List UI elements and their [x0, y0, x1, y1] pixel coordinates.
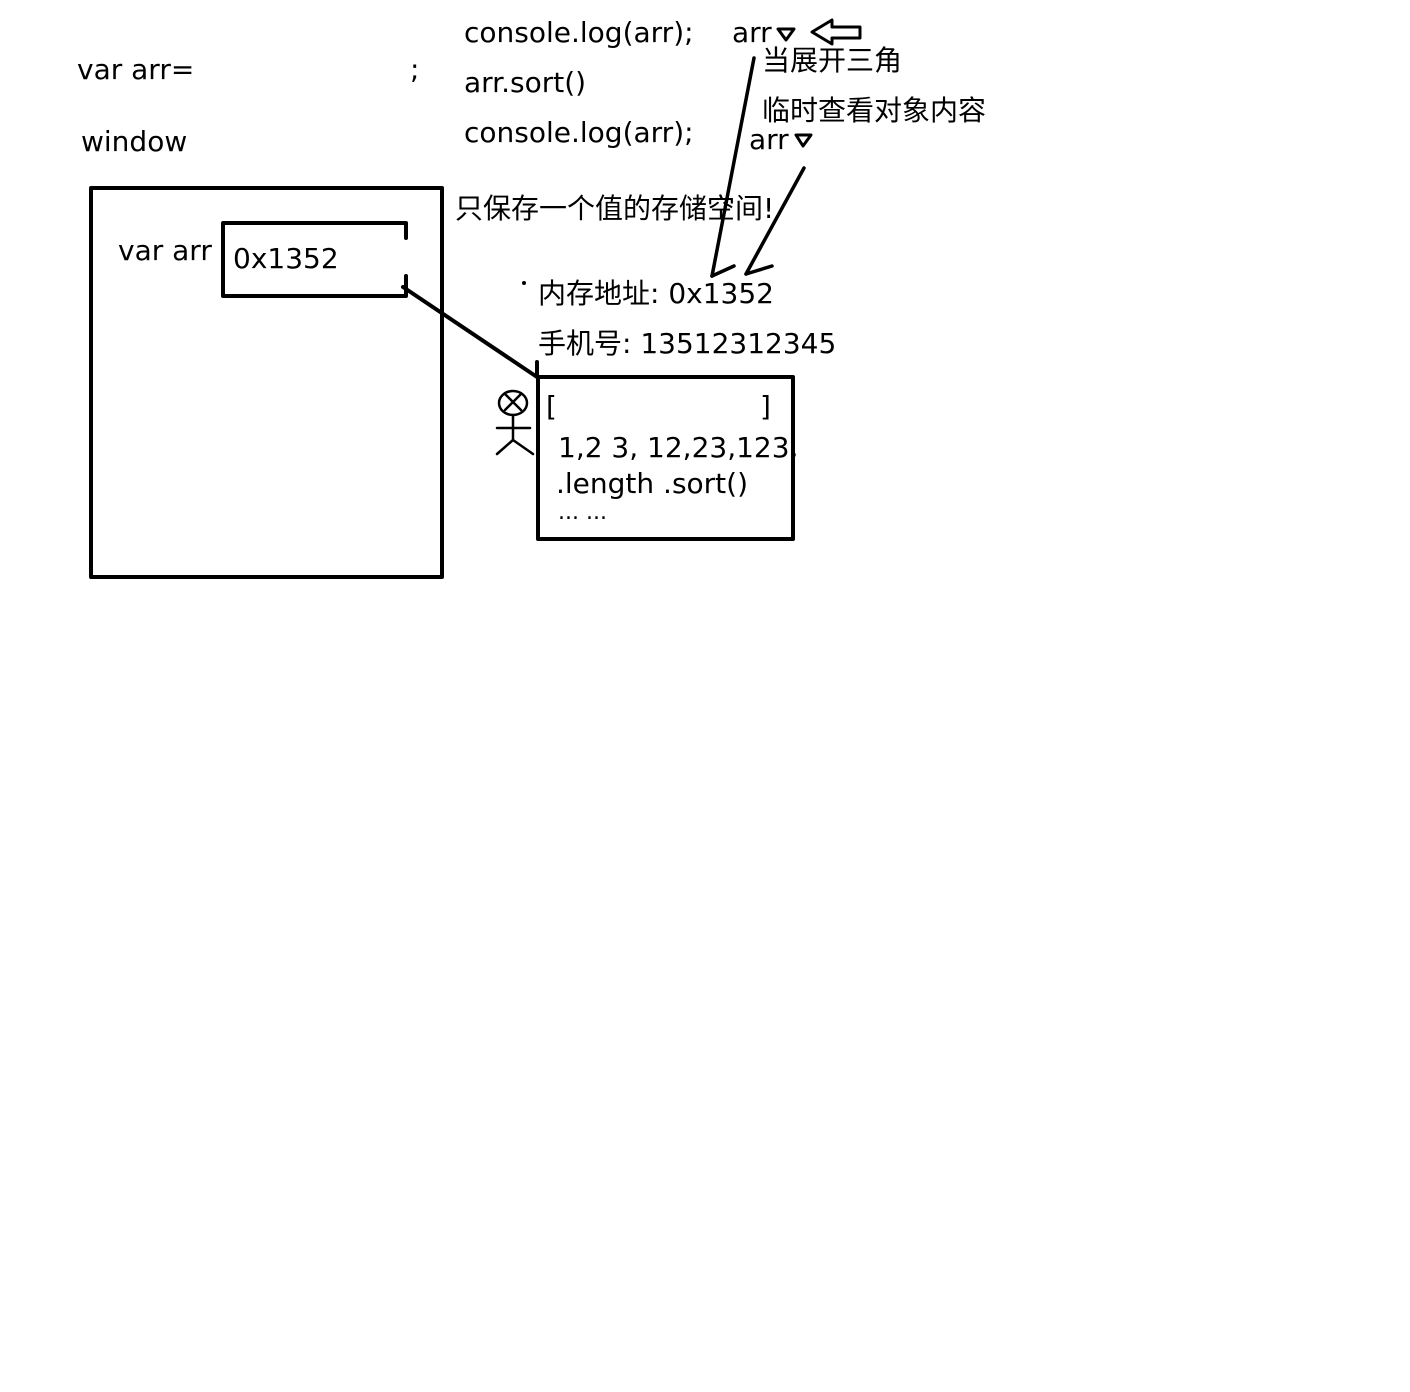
- temporary-view-note: 临时查看对象内容: [762, 94, 987, 127]
- single-value-storage-note: 只保存一个值的存储空间!: [455, 192, 775, 225]
- phone-number-note: 手机号: 13512312345: [538, 327, 837, 360]
- var-arr-declaration: var arr=: [77, 53, 195, 86]
- pointer-arrow-2: [744, 166, 806, 276]
- expand-triangle-icon-2: [794, 133, 813, 148]
- stray-dot: [522, 281, 526, 285]
- console-arr-output-1: arr: [732, 16, 772, 49]
- array-close-bracket: ]: [760, 390, 771, 423]
- window-var-arr-label: var arr: [118, 234, 212, 267]
- left-arrow-icon: [810, 18, 862, 46]
- array-open-bracket: [: [546, 390, 557, 423]
- array-members: .length .sort(): [556, 467, 749, 500]
- array-more-ellipsis: ... ...: [558, 500, 607, 525]
- window-box: [89, 186, 444, 579]
- pointer-arrow-1: [710, 56, 756, 278]
- reference-connector-line: [401, 285, 539, 379]
- console-log-line-1: console.log(arr);: [464, 16, 694, 49]
- arr-sort-line: arr.sort(): [464, 66, 587, 99]
- array-elements: 1,2 3, 12,23,123,: [558, 431, 799, 464]
- stick-figure-icon: [495, 389, 535, 456]
- console-arr-output-2: arr: [749, 123, 789, 156]
- expand-triangle-icon-1: [776, 27, 796, 42]
- expand-triangle-note: 当展开三角: [762, 44, 903, 77]
- semicolon: ;: [410, 53, 420, 86]
- memory-address-note: 内存地址: 0x1352: [538, 277, 774, 310]
- console-log-line-2: console.log(arr);: [464, 116, 694, 149]
- array-object-box: [536, 375, 795, 541]
- window-label: window: [81, 125, 188, 158]
- reference-slot-box: [221, 221, 408, 298]
- reference-slot-value: 0x1352: [233, 242, 339, 275]
